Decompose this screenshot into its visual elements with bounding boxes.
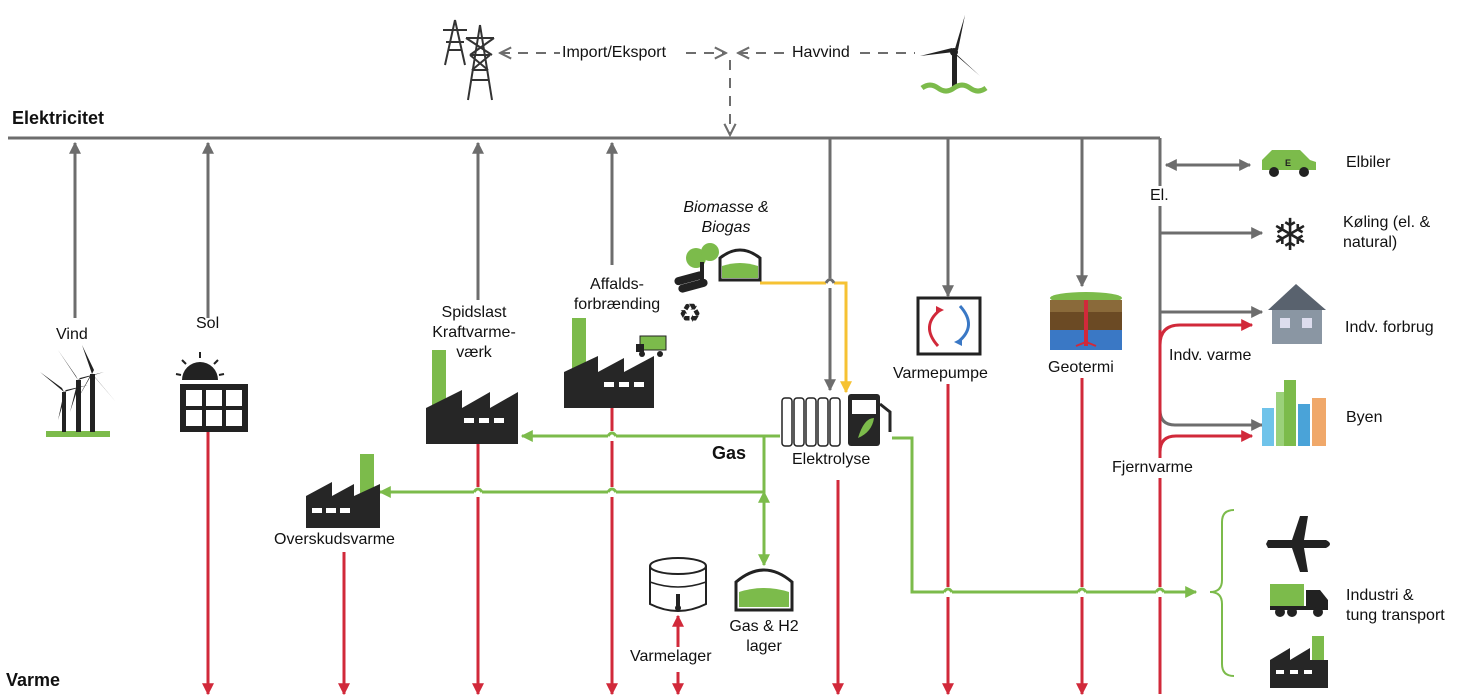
biogas-flow	[760, 281, 852, 394]
varmepumpe-label: Varmepumpe	[893, 364, 988, 384]
havvind-label: Havvind	[792, 43, 850, 63]
gas-h2-storage-icon	[734, 568, 794, 612]
import-eksport-label: Import/Eksport	[562, 43, 667, 63]
electric-car-icon: E	[1262, 150, 1316, 177]
offshore-wind-turbine-icon	[920, 15, 988, 94]
koeling-label: Køling (el. & natural)	[1343, 214, 1431, 251]
gas-title: Gas	[712, 443, 747, 463]
heat-title: Varme	[6, 670, 61, 690]
import-export-links	[500, 53, 915, 135]
surplus-heat-factory-icon	[306, 454, 380, 528]
indv-forbrug-label: Indv. forbrug	[1345, 319, 1434, 336]
indv-varme-label: Indv. varme	[1169, 347, 1252, 364]
gas-network	[378, 430, 1198, 598]
geotermi-label: Geotermi	[1048, 358, 1114, 378]
heat-network	[202, 319, 1254, 696]
pylon-icon	[443, 19, 495, 101]
fjernvarme-label: Fjernvarme	[1112, 458, 1193, 478]
heat-flow-indv-varme	[1158, 319, 1254, 346]
bracket-icon	[1209, 509, 1235, 677]
vind-label: Vind	[56, 326, 88, 343]
spidslast-label: Spidslast Kraftvarme- værk	[432, 304, 516, 361]
recycle-icon: ♻	[678, 298, 701, 328]
biomasse-label: Biomasse & Biogas	[683, 199, 769, 236]
electricity-title: Elektricitet	[12, 108, 105, 128]
varmelager-label: Varmelager	[630, 647, 712, 667]
el-label: El.	[1150, 186, 1169, 206]
heat-pump-icon	[916, 296, 982, 356]
waste-incineration-icon	[564, 318, 667, 408]
industri-label: Industri & tung transport	[1346, 587, 1445, 624]
overskudsvarme-label: Overskudsvarme	[274, 530, 395, 550]
biogas-tank-icon	[718, 248, 762, 282]
elektrolyse-label: Elektrolyse	[792, 450, 871, 470]
city-icon	[1262, 380, 1326, 446]
airplane-icon	[1266, 516, 1330, 572]
el-flow-byen	[1158, 409, 1264, 431]
industry-factory-icon	[1270, 636, 1328, 688]
wind-turbines-icon	[40, 345, 116, 437]
byen-label: Byen	[1346, 409, 1383, 426]
house-icon	[1268, 284, 1326, 344]
geothermal-icon	[1050, 292, 1122, 350]
electricity-network	[8, 136, 1264, 431]
gas-h2-label: Gas & H2 lager	[729, 618, 799, 655]
affald-label: Affalds- forbrænding	[573, 276, 661, 313]
chp-plant-icon	[426, 350, 518, 444]
electrolysis-icon	[781, 394, 892, 447]
sol-label: Sol	[196, 315, 220, 332]
heat-flow-byen	[1158, 430, 1254, 453]
snowflake-icon: ❄	[1272, 211, 1309, 260]
svg-text:E: E	[1285, 158, 1291, 168]
elbiler-label: Elbiler	[1346, 154, 1391, 171]
truck-icon	[1270, 584, 1328, 617]
biomass-icon	[674, 243, 719, 293]
heat-storage-tank-icon	[649, 557, 707, 612]
solar-panel-icon	[175, 352, 248, 432]
gas-line-industri	[892, 436, 1198, 598]
